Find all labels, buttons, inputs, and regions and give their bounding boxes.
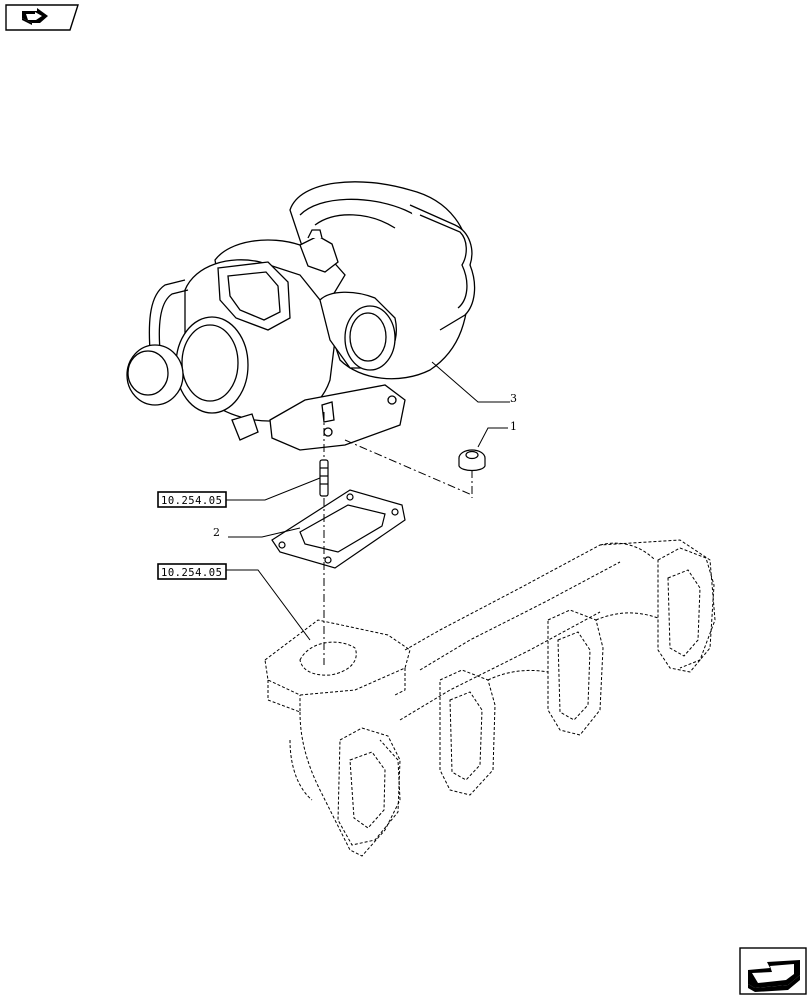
- prev-page-button[interactable]: [5, 4, 79, 31]
- stud: [319, 459, 329, 497]
- alignment-lines: [323, 412, 473, 665]
- page-next-arrow-icon: [748, 960, 800, 992]
- reference-box-lower[interactable]: 10.254.05: [157, 563, 311, 641]
- callout-1-label: 1: [510, 420, 517, 433]
- callout-2: 2: [213, 526, 301, 539]
- reference-upper-label: 10.254.05: [161, 495, 222, 507]
- page-back-arrow-icon: [22, 8, 48, 25]
- callout-1: 1: [477, 420, 517, 448]
- turbocharger: [126, 181, 476, 451]
- next-page-button[interactable]: [739, 947, 807, 995]
- callout-2-label: 2: [213, 526, 220, 539]
- reference-lower-label: 10.254.05: [161, 567, 222, 579]
- reference-box-upper[interactable]: 10.254.05: [157, 477, 321, 508]
- callout-3-label: 3: [510, 392, 517, 405]
- gasket: [271, 489, 406, 569]
- flange-nut: [458, 449, 486, 472]
- callout-3: 3: [431, 361, 517, 405]
- exhaust-manifold: [264, 539, 716, 857]
